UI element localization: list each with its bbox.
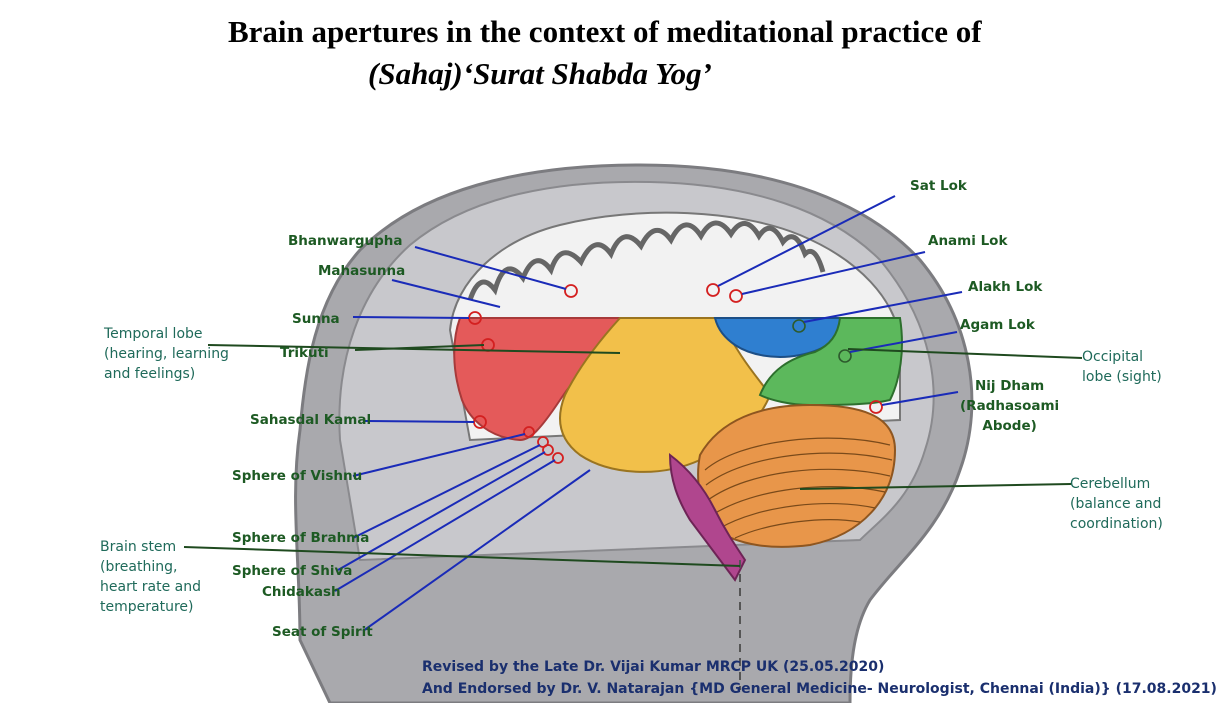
pointer-alakh-lok: [803, 291, 963, 323]
pointer-brain-stem: [183, 546, 741, 567]
label-alakh-lok: Alakh Lok: [968, 279, 1043, 295]
aperture-chidakash: [552, 452, 564, 464]
aperture-bhanwargupha: [564, 284, 578, 298]
label-anami-lok: Anami Lok: [928, 233, 1008, 249]
aperture-nij-dham: [869, 400, 883, 414]
pointer-brahma: [352, 444, 541, 539]
credits: Revised by the Late Dr. Vijai Kumar MRCP…: [422, 656, 1217, 700]
pointer-seat-of-spirit: [362, 469, 591, 632]
label-sphere-vishnu: Sphere of Vishnu: [232, 468, 363, 484]
pointer-temporal-lobe: [207, 344, 621, 354]
pointer-nij-dham: [881, 391, 959, 406]
credits-line-2: And Endorsed by Dr. V. Natarajan {MD Gen…: [422, 681, 1217, 697]
aperture-vishnu: [523, 426, 535, 438]
label-seat-of-spirit: Seat of Spirit: [272, 624, 373, 640]
pointer-agam-lok: [849, 331, 958, 353]
label-temporal-lobe: Temporal lobe (hearing, learning and fee…: [104, 326, 229, 382]
pointer-occipital-lobe: [847, 348, 1083, 359]
label-sunna: Sunna: [292, 311, 340, 327]
pointer-trikuti: [354, 344, 485, 351]
label-mahasunna: Mahasunna: [318, 263, 406, 279]
title-line-2: (Sahaj)‘Surat Shabda Yog’: [368, 56, 712, 91]
label-sphere-shiva: Sphere of Shiva: [232, 563, 353, 579]
pointer-shiva: [337, 451, 546, 571]
credits-line-1: Revised by the Late Dr. Vijai Kumar MRCP…: [422, 659, 885, 675]
pointer-chidakash: [334, 459, 556, 592]
aperture-agam-lok: [838, 349, 852, 363]
cortex-gyri: [467, 220, 826, 301]
label-trikuti: Trikuti: [280, 345, 329, 361]
label-agam-lok: Agam Lok: [960, 317, 1035, 333]
aperture-sat-lok: [706, 283, 720, 297]
aperture-anami-lok: [729, 289, 743, 303]
occipital-lobe: [758, 317, 903, 407]
label-sphere-brahma: Sphere of Brahma: [232, 530, 370, 546]
pointer-vishnu: [352, 433, 526, 477]
pointer-cerebellum: [799, 483, 1072, 490]
brain-stem: [668, 452, 747, 582]
cerebellum-folia: [704, 437, 893, 539]
label-sahasdal-kamal: Sahasdal Kamal: [250, 412, 372, 428]
pointer-mahasunna: [391, 279, 501, 308]
label-brain-stem: Brain stem (breathing, heart rate and te…: [100, 539, 201, 615]
label-bhanwargupha: Bhanwargupha: [288, 233, 403, 249]
aperture-shiva: [542, 444, 554, 456]
pointer-sunna: [352, 316, 470, 319]
label-chidakash: Chidakash: [262, 584, 341, 600]
pointer-bhanwargupha: [414, 246, 567, 290]
pointer-anami-lok: [741, 251, 926, 295]
label-sat-lok: Sat Lok: [910, 178, 967, 194]
label-nij-dham: Nij Dham (Radhasoami Abode): [960, 378, 1060, 434]
title-line-1: Brain apertures in the context of medita…: [228, 14, 982, 49]
pointer-sahasdal-kamal: [364, 420, 475, 423]
aperture-alakh-lok: [792, 319, 806, 333]
pointer-sat-lok: [717, 195, 896, 287]
label-cerebellum: Cerebellum (balance and coordination): [1070, 476, 1163, 532]
label-occipital-lobe: Occipital lobe (sight): [1082, 349, 1162, 385]
